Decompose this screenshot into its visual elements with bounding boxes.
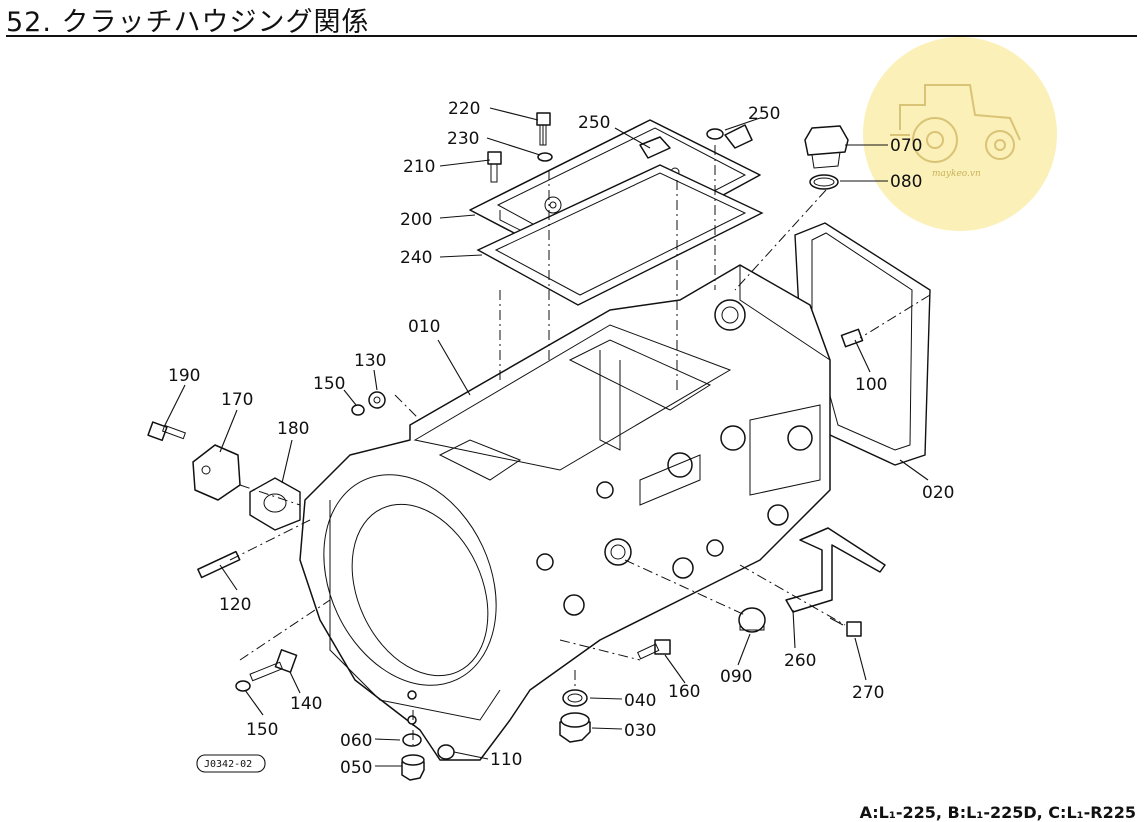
oil-filler-cap [804, 125, 849, 169]
nut-130 [368, 391, 386, 409]
callout-140: 140 [290, 694, 322, 714]
callout-200: 200 [400, 210, 432, 230]
drain-plug [559, 712, 591, 743]
callout-250-top: 250 [578, 113, 610, 133]
title-underline [6, 35, 1137, 37]
callout-220: 220 [448, 99, 480, 119]
washer-230 [537, 152, 553, 162]
callout-090: 090 [720, 667, 752, 687]
callout-040: 040 [624, 691, 656, 711]
watermark-logo: maykeo.vn [863, 37, 1057, 231]
tractor-icon [890, 84, 1021, 163]
callout-240: 240 [400, 248, 432, 268]
alignment-lines [229, 145, 931, 745]
leader-lines [164, 107, 929, 767]
o-ring [809, 174, 839, 190]
bolt-270 [829, 617, 862, 637]
callout-010: 010 [408, 317, 440, 337]
callout-110: 110 [490, 750, 522, 770]
callout-250-clip: 250 [748, 104, 780, 124]
callout-160: 160 [668, 682, 700, 702]
callout-120: 120 [219, 595, 251, 615]
callout-030: 030 [624, 721, 656, 741]
callout-150-upper: 150 [313, 374, 345, 394]
callout-170: 170 [221, 390, 253, 410]
bolt-210 [487, 151, 502, 183]
callout-130: 130 [354, 351, 386, 371]
watermark-text: maykeo.vn [932, 169, 981, 179]
callout-270: 270 [852, 683, 884, 703]
clutch-housing [299, 264, 831, 761]
watermark-circle [863, 37, 1057, 231]
callout-190: 190 [168, 366, 200, 386]
plug-050 [401, 754, 425, 781]
callout-100: 100 [855, 375, 887, 395]
drawing-code: J0342-02 [204, 759, 252, 770]
callout-180: 180 [277, 419, 309, 439]
stud-bolt [197, 550, 241, 579]
page-title: 52. クラッチハウジング関係 [6, 7, 370, 38]
drain-washer [562, 689, 588, 707]
washer-150-upper [351, 404, 365, 416]
dowel-pin [840, 328, 864, 348]
callout-060: 060 [340, 731, 372, 751]
washer-150-lower [235, 680, 251, 692]
callout-260: 260 [784, 651, 816, 671]
bolt-140 [249, 649, 298, 682]
plug-090 [738, 607, 766, 633]
bracket-260 [785, 527, 886, 613]
callout-070: 070 [890, 136, 922, 156]
callout-050: 050 [340, 758, 372, 778]
callout-150-lower: 150 [246, 720, 278, 740]
callout-020: 020 [922, 483, 954, 503]
drawing-code-badge: J0342-02 [196, 754, 266, 773]
washer-060 [402, 733, 422, 747]
cover-plate [192, 444, 241, 501]
bolt-160 [637, 639, 671, 660]
plug-110 [437, 744, 455, 760]
model-applicability-note: A:L₁-225, B:L₁-225D, C:L₁-R225 [859, 803, 1136, 822]
callout-210: 210 [403, 157, 435, 177]
callout-230: 230 [447, 129, 479, 149]
plate-gasket [249, 477, 301, 531]
bolt-220 [536, 112, 551, 146]
bolt-190 [147, 421, 187, 442]
clip-250 [706, 124, 753, 149]
callout-080: 080 [890, 172, 922, 192]
